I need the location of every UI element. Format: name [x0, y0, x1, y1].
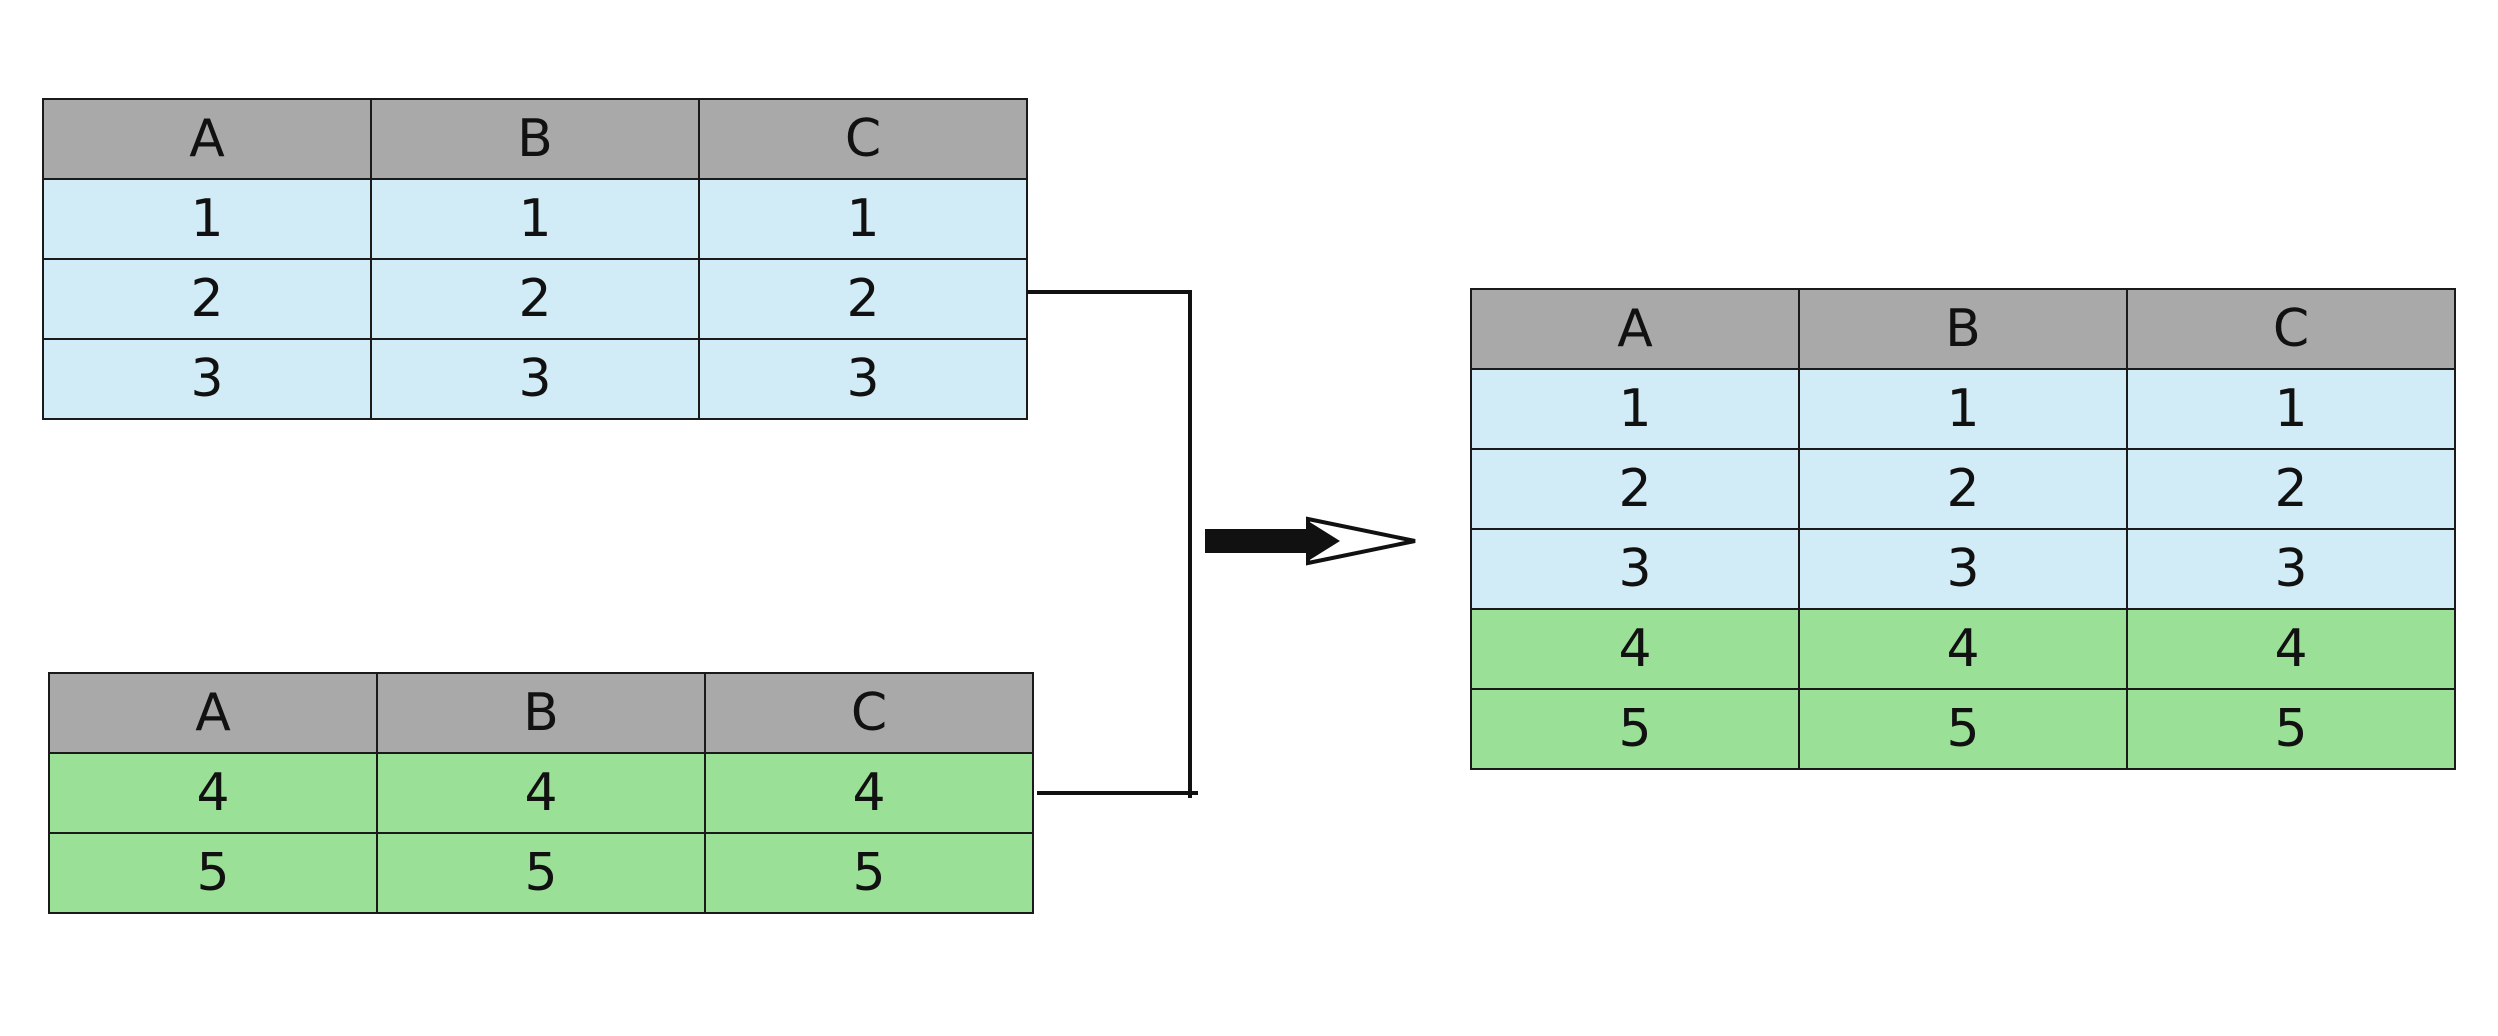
table-cell: 4 — [48, 752, 378, 834]
table-row: 4 4 4 — [1470, 608, 2456, 690]
table-cell: 2 — [698, 258, 1028, 340]
table-row: 2 2 2 — [42, 258, 1028, 340]
table-cell: 1 — [2126, 368, 2456, 450]
column-header-b: B — [370, 98, 700, 180]
table-cell: 2 — [2126, 448, 2456, 530]
column-header-a: A — [48, 672, 378, 754]
table-cell: 4 — [704, 752, 1034, 834]
table-row: 2 2 2 — [1470, 448, 2456, 530]
table-cell: 2 — [42, 258, 372, 340]
table-cell: 3 — [370, 338, 700, 420]
column-header-b: B — [376, 672, 706, 754]
header-row: A B C — [42, 98, 1028, 180]
table-cell: 3 — [1470, 528, 1800, 610]
table-cell: 4 — [1470, 608, 1800, 690]
table-cell: 1 — [42, 178, 372, 260]
table-cell: 5 — [1798, 688, 2128, 770]
table-row: 3 3 3 — [42, 338, 1028, 420]
source-table-top: A B C 1 1 1 2 2 2 3 3 3 — [42, 98, 1028, 420]
table-cell: 4 — [1798, 608, 2128, 690]
table-cell: 5 — [376, 832, 706, 914]
table-cell: 4 — [2126, 608, 2456, 690]
table-row: 4 4 4 — [48, 752, 1034, 834]
column-header-c: C — [2126, 288, 2456, 370]
table-row: 1 1 1 — [1470, 368, 2456, 450]
table-row: 3 3 3 — [1470, 528, 2456, 610]
table-cell: 3 — [1798, 528, 2128, 610]
header-row: A B C — [1470, 288, 2456, 370]
table-cell: 4 — [376, 752, 706, 834]
table-cell: 3 — [2126, 528, 2456, 610]
table-row: 5 5 5 — [48, 832, 1034, 914]
table-row: 5 5 5 — [1470, 688, 2456, 770]
source-table-bottom: A B C 4 4 4 5 5 5 — [48, 672, 1034, 914]
table-cell: 2 — [1470, 448, 1800, 530]
column-header-c: C — [698, 98, 1028, 180]
table-cell: 3 — [42, 338, 372, 420]
column-header-a: A — [42, 98, 372, 180]
table-cell: 5 — [704, 832, 1034, 914]
table-cell: 1 — [698, 178, 1028, 260]
table-cell: 1 — [370, 178, 700, 260]
table-cell: 5 — [2126, 688, 2456, 770]
table-row: 1 1 1 — [42, 178, 1028, 260]
table-cell: 5 — [1470, 688, 1800, 770]
table-cell: 3 — [698, 338, 1028, 420]
result-table: A B C 1 1 1 2 2 2 3 3 3 4 4 4 5 5 5 — [1470, 288, 2456, 770]
table-cell: 2 — [370, 258, 700, 340]
right-arrow-icon — [1205, 516, 1416, 566]
table-cell: 1 — [1470, 368, 1800, 450]
column-header-b: B — [1798, 288, 2128, 370]
table-cell: 2 — [1798, 448, 2128, 530]
table-cell: 5 — [48, 832, 378, 914]
header-row: A B C — [48, 672, 1034, 754]
table-cell: 1 — [1798, 368, 2128, 450]
column-header-a: A — [1470, 288, 1800, 370]
column-header-c: C — [704, 672, 1034, 754]
